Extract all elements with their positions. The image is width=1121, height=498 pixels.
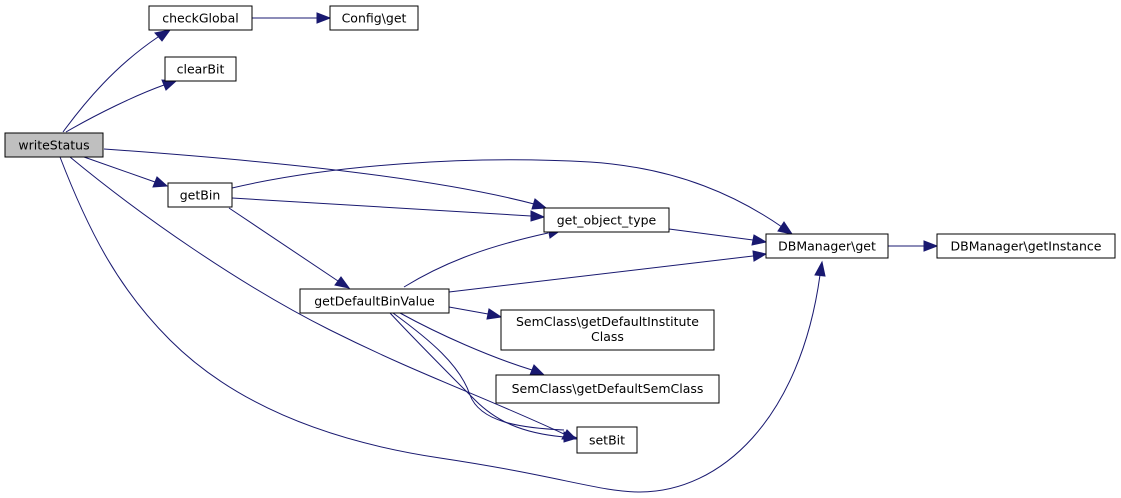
node-label: DBManager\get: [778, 239, 876, 254]
node-label-line-2: Class: [591, 329, 624, 344]
edge-writestatus-checkglobal: [62, 29, 172, 133]
node-label: clearBit: [177, 62, 225, 77]
edge-checkglobal-config-get: [252, 12, 332, 24]
edge-getbin-dbmanager-get: [231, 159, 794, 235]
edge-getdefaultbinvalue-get-object-type: [403, 227, 563, 288]
node-label-line-1: SemClass\getDefaultInstitute: [516, 314, 699, 329]
edge-getdefaultbinvalue-dbmanager-get: [448, 250, 768, 293]
node-label: get_object_type: [557, 213, 657, 228]
nodes: writeStatus checkGlobal clearBit getBin …: [4, 5, 1116, 454]
node-label: getBin: [180, 188, 221, 203]
node-label: getDefaultBinValue: [314, 294, 435, 309]
node-semclass-getdefaultinstituteclass[interactable]: SemClass\getDefaultInstitute Class: [500, 309, 715, 351]
node-clearbit[interactable]: clearBit: [164, 56, 237, 82]
edge-dbmanager-get-getinstance: [888, 240, 939, 252]
node-label: writeStatus: [18, 138, 89, 153]
node-config-get[interactable]: Config\get: [329, 5, 419, 31]
edge-writestatus-getbin: [83, 156, 169, 188]
edge-getbin-get-object-type: [231, 197, 546, 222]
node-get-object-type[interactable]: get_object_type: [543, 207, 670, 233]
node-label: DBManager\getInstance: [951, 239, 1102, 254]
edge-writestatus-clearbit: [65, 79, 178, 133]
node-dbmanager-getinstance[interactable]: DBManager\getInstance: [936, 233, 1116, 259]
edge-getdefaultbinvalue-semclass-institute: [448, 306, 503, 320]
node-label: SemClass\getDefaultSemClass: [512, 381, 704, 396]
edges: [59, 12, 939, 493]
edge-writestatus-dbmanager-get: [59, 156, 826, 493]
node-label: checkGlobal: [162, 11, 238, 26]
node-checkglobal[interactable]: checkGlobal: [148, 5, 253, 31]
node-dbmanager-get[interactable]: DBManager\get: [765, 233, 889, 259]
edge-getbin-getdefaultbinvalue: [228, 207, 351, 289]
node-semclass-getdefaultsemclass[interactable]: SemClass\getDefaultSemClass: [495, 374, 720, 404]
node-setbit[interactable]: setBit: [576, 426, 638, 454]
edge-getdefaultbinvalue-setbit: [389, 312, 579, 443]
node-writestatus[interactable]: writeStatus: [4, 132, 104, 158]
node-label: Config\get: [342, 11, 407, 26]
node-getbin[interactable]: getBin: [167, 182, 233, 208]
edge-writestatus-get-object-type: [103, 148, 548, 210]
node-getdefaultbinvalue[interactable]: getDefaultBinValue: [299, 288, 450, 314]
edge-get-object-type-dbmanager-get: [668, 228, 768, 246]
node-label: setBit: [589, 433, 625, 448]
